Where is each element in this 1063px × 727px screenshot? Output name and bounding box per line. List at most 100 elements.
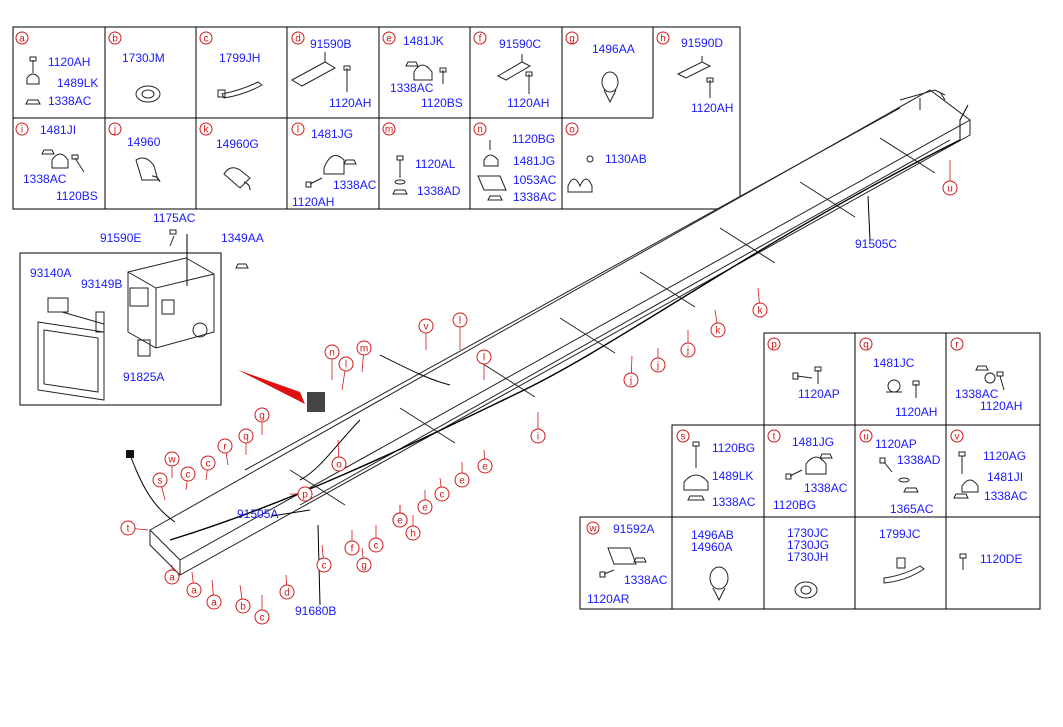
callout-letter: o [336, 460, 342, 471]
callout-circle [291, 31, 305, 45]
harness-label: 91680B [295, 604, 336, 618]
cable-tie-icon [217, 81, 263, 99]
protector-clip-icon [135, 157, 161, 183]
callout-circle [767, 429, 781, 443]
callout-letter: f [351, 544, 354, 555]
callout-letter: n [329, 348, 335, 359]
callout-letter: m [360, 344, 368, 355]
panel-letter: m [385, 125, 393, 136]
callout-circle [476, 349, 492, 365]
callout-circle [950, 337, 964, 351]
panel-clip-1496ab: 1496AB 14960A [691, 528, 734, 602]
panel-c: c 1799JH [199, 31, 263, 99]
callout-circle [206, 594, 222, 610]
part-code: 1338AC [624, 573, 668, 587]
callout-letter: l [483, 353, 485, 364]
callout-circle [15, 31, 29, 45]
panel-b: b 1730JM [108, 31, 165, 103]
callout-circle [473, 122, 487, 136]
part-code: 1481JK [403, 34, 444, 48]
part-code: 1489LK [712, 469, 753, 483]
callout-letter: c [440, 490, 445, 501]
callout-circle [324, 344, 340, 360]
callout-circle [199, 31, 213, 45]
part-code: 1120BG [512, 132, 555, 146]
panel-p: p 1120AP [767, 337, 840, 401]
part-code: 1338AC [955, 387, 999, 401]
part-code: 1338AC [984, 489, 1028, 503]
callout-letter: r [223, 442, 227, 453]
part-code: 1338AD [897, 453, 941, 467]
callout-letter: k [758, 306, 764, 317]
panel-a: a 1120AH 1489LK 1338AC [15, 31, 98, 108]
callout-letter: w [167, 455, 176, 466]
mounting-bracket-icon [47, 297, 105, 333]
panel-letter: g [569, 34, 575, 45]
panel-g: g 1496AA [565, 31, 635, 104]
clamp-bolt-icon [886, 379, 920, 398]
callout-circle [477, 458, 493, 474]
part-code: 1120BS [421, 96, 463, 110]
panel-l: l 1481JG 1338AC 1120AH [291, 122, 377, 209]
part-code: 1489LK [57, 76, 98, 90]
callout-letter: v [424, 322, 429, 333]
bracket-nut-bolt-icon [599, 547, 647, 578]
panel-o: o 1130AB [565, 122, 647, 193]
panel-m: m 1120AL 1338AD [382, 122, 461, 198]
part-code: 1799JC [879, 527, 921, 541]
panel-letter: c [204, 34, 209, 45]
callout-circle [152, 472, 168, 488]
panel-i: i 1481JI 1338AC 1120BS [15, 122, 98, 203]
callout-circle [405, 525, 421, 541]
bolt-pin-icon [792, 366, 822, 384]
callout-circle [356, 340, 372, 356]
callout-letter: j [686, 346, 689, 357]
part-code: 1481JC [873, 356, 915, 370]
part-code: 1338AC [48, 94, 92, 108]
panel-bolt-1120de: 1120DE [959, 552, 1022, 570]
junction-box-icon [127, 257, 215, 349]
right-parts-grid-bottom [579, 516, 1041, 610]
panel-letter: l [297, 125, 299, 136]
panel-h: h 91590D 1120AH [656, 31, 733, 115]
callout-circle [565, 31, 579, 45]
panel-letter: t [773, 432, 776, 443]
part-code: 1481JG [513, 154, 555, 168]
part-code: 91590B [310, 37, 351, 51]
callout-letter: d [284, 588, 290, 599]
callout-circle [15, 122, 29, 136]
bolt-nut-icon [392, 155, 408, 195]
panel-u: u 1120AP 1338AD 1365AC [859, 429, 941, 516]
callout-letter: s [158, 476, 163, 487]
callout-circle [164, 451, 180, 467]
callout-circle [180, 466, 196, 482]
callout-circle [108, 31, 122, 45]
bracket-clamp-icon [477, 140, 507, 201]
panel-letter: r [955, 340, 959, 351]
part-code: 1338AC [513, 190, 557, 204]
callout-letter: c [186, 470, 191, 481]
part-code: 1130AB [605, 152, 647, 166]
part-code: 93149B [81, 277, 122, 291]
callout-letter: h [410, 529, 416, 540]
panel-letter: f [479, 34, 482, 45]
callout-circle [767, 337, 781, 351]
part-code: 1120AP [798, 387, 840, 401]
clamp-nut-bolt-icon [785, 453, 833, 480]
double-clamp-icon [567, 155, 594, 193]
panel-s: s 1120BG 1489LK 1338AC [676, 429, 756, 509]
callout-letter: j [656, 361, 659, 372]
callout-letter: e [482, 462, 488, 473]
callout-letter: k [716, 326, 722, 337]
callout-circle [565, 122, 579, 136]
part-code: 1338AC [804, 481, 848, 495]
frame-callouts: aaabcccccccdeeeefgghijjjkklllmnopqrstuvw [120, 160, 958, 625]
callout-circle [356, 557, 372, 573]
bolt-washer-nut-icon [879, 457, 919, 493]
callout-circle [680, 342, 696, 358]
top-parts-grid [12, 26, 741, 210]
panel-letter: h [660, 34, 666, 45]
chassis-frame [126, 89, 971, 576]
part-code: 91590D [681, 36, 723, 50]
callout-circle [254, 609, 270, 625]
